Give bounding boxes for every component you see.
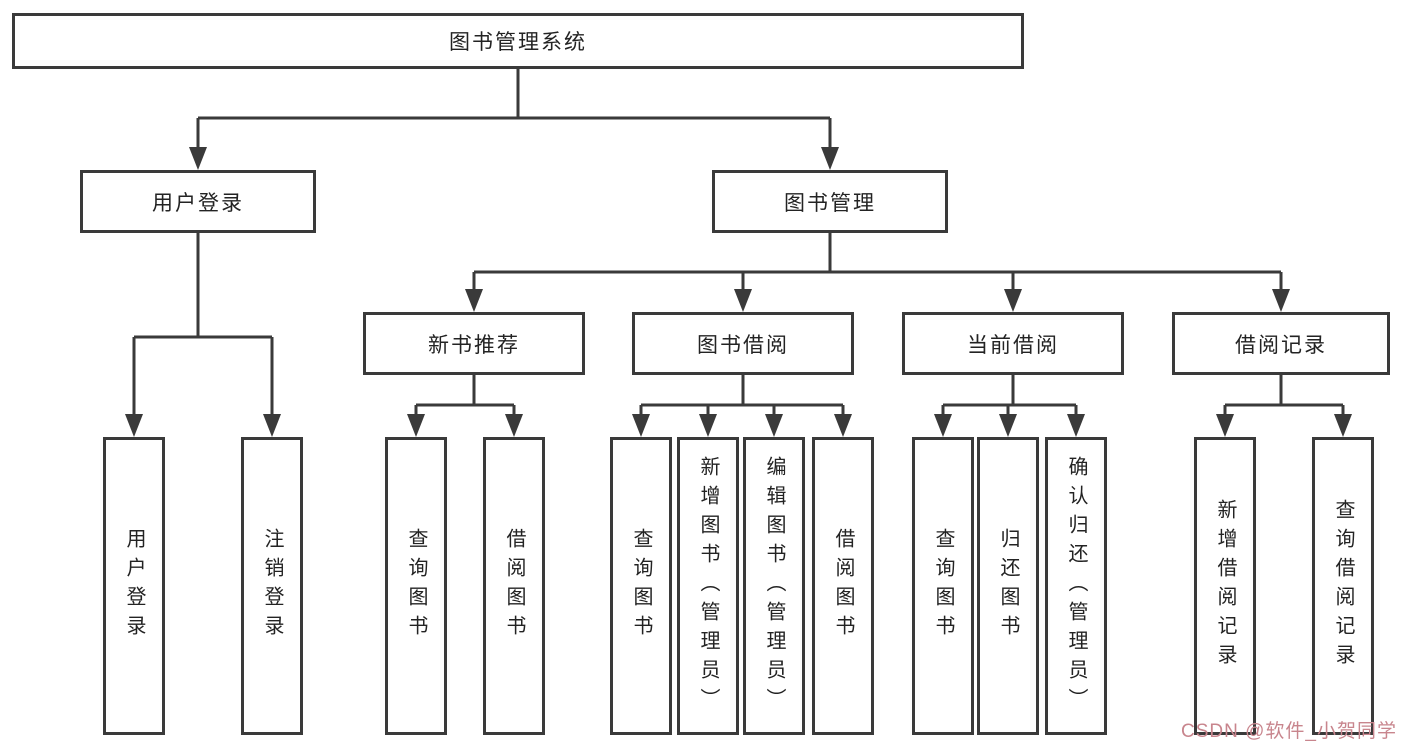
arrowhead-icon [699, 414, 717, 437]
node-current-borrow-label: 当前借阅 [967, 333, 1059, 357]
node-book-mgmt-label: 图书管理 [784, 191, 876, 215]
arrowhead-icon [765, 414, 783, 437]
leaf-newrec-borrow-book-label: 借阅图书 [503, 528, 525, 644]
node-root-label: 图书管理系统 [449, 31, 587, 54]
arrowhead-icon [632, 414, 650, 437]
leaf-add-borrow-record: 新增借阅记录 [1194, 437, 1256, 735]
leaf-user-login-label: 用户登录 [123, 528, 145, 644]
watermark: CSDN @软件_小贺同学 [1181, 721, 1397, 742]
connector-user-login-to-leaves [132, 233, 274, 417]
arrowhead-icon [189, 147, 207, 170]
node-book-borrow: 图书借阅 [632, 312, 854, 375]
connector-book-borrow-to-leaves [639, 375, 845, 417]
connector-book-mgmt-to-level3 [472, 233, 1283, 292]
arrowhead-icon [999, 414, 1017, 437]
node-new-book-rec: 新书推荐 [363, 312, 585, 375]
leaf-current-query-book: 查询图书 [912, 437, 974, 735]
arrowhead-icon [821, 147, 839, 170]
node-user-login: 用户登录 [80, 170, 316, 233]
leaf-borrow-query-book: 查询图书 [610, 437, 672, 735]
node-root: 图书管理系统 [12, 13, 1024, 69]
arrowhead-icon [934, 414, 952, 437]
node-new-book-rec-label: 新书推荐 [428, 333, 520, 357]
leaf-logout-label: 注销登录 [261, 528, 283, 644]
leaf-add-book-admin: 新增图书（管理员） [677, 437, 739, 735]
connector-paths [132, 69, 1345, 417]
arrowhead-icon [125, 414, 143, 437]
node-book-mgmt: 图书管理 [712, 170, 948, 233]
arrowhead-icon [834, 414, 852, 437]
leaf-add-borrow-record-label: 新增借阅记录 [1214, 499, 1236, 673]
leaf-user-login: 用户登录 [103, 437, 165, 735]
leaf-borrow-book-label: 借阅图书 [832, 528, 854, 644]
leaf-edit-book-admin-label: 编辑图书（管理员） [763, 455, 785, 717]
node-current-borrow: 当前借阅 [902, 312, 1124, 375]
leaf-current-query-book-label: 查询图书 [932, 528, 954, 644]
arrowhead-icon [407, 414, 425, 437]
leaf-borrow-book: 借阅图书 [812, 437, 874, 735]
arrowheads [125, 147, 1352, 437]
arrowhead-icon [263, 414, 281, 437]
leaf-add-book-admin-label: 新增图书（管理员） [697, 455, 719, 717]
leaf-newrec-query-book-label: 查询图书 [405, 528, 427, 644]
leaf-return-book: 归还图书 [977, 437, 1039, 735]
arrowhead-icon [734, 289, 752, 312]
arrowhead-icon [1334, 414, 1352, 437]
connector-current-borrow-to-leaves [941, 375, 1078, 417]
arrowhead-icon [1272, 289, 1290, 312]
leaf-query-borrow-record: 查询借阅记录 [1312, 437, 1374, 735]
leaf-edit-book-admin: 编辑图书（管理员） [743, 437, 805, 735]
leaf-newrec-query-book: 查询图书 [385, 437, 447, 735]
node-borrow-record-label: 借阅记录 [1235, 333, 1327, 357]
leaf-query-borrow-record-label: 查询借阅记录 [1332, 499, 1354, 673]
arrowhead-icon [1067, 414, 1085, 437]
leaf-borrow-query-book-label: 查询图书 [630, 528, 652, 644]
node-borrow-record: 借阅记录 [1172, 312, 1390, 375]
connector-borrow-record-to-leaves [1223, 375, 1345, 417]
connector-root-to-level2 [196, 69, 832, 150]
arrowhead-icon [505, 414, 523, 437]
connector-new-book-to-leaves [414, 375, 516, 417]
leaf-return-book-label: 归还图书 [997, 528, 1019, 644]
arrowhead-icon [465, 289, 483, 312]
node-book-borrow-label: 图书借阅 [697, 333, 789, 357]
node-user-login-label: 用户登录 [152, 191, 244, 215]
leaf-logout: 注销登录 [241, 437, 303, 735]
leaf-confirm-return-admin: 确认归还（管理员） [1045, 437, 1107, 735]
arrowhead-icon [1004, 289, 1022, 312]
leaf-confirm-return-admin-label: 确认归还（管理员） [1065, 455, 1087, 717]
arrowhead-icon [1216, 414, 1234, 437]
leaf-newrec-borrow-book: 借阅图书 [483, 437, 545, 735]
